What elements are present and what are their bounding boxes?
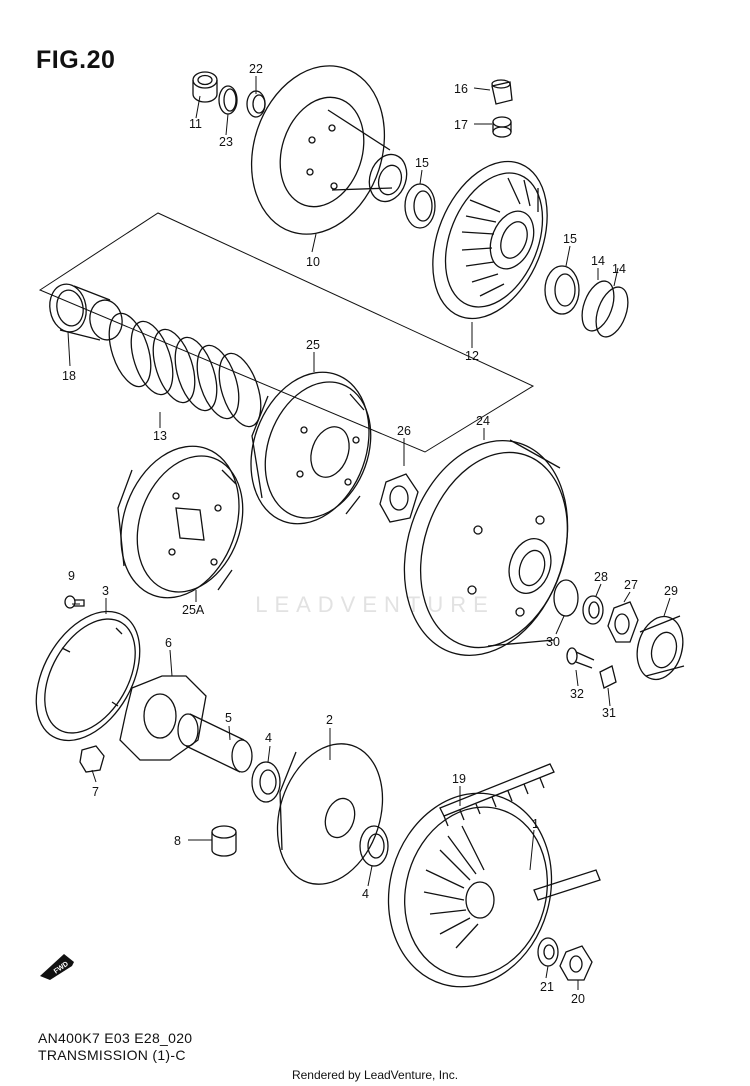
- callout-15b: 15: [563, 232, 577, 246]
- part-bolt-32: [566, 647, 595, 669]
- callout-17: 17: [454, 118, 468, 132]
- callout-22: 22: [249, 62, 263, 76]
- part-holder-3: [35, 610, 141, 742]
- callout-10: 10: [306, 255, 320, 269]
- callout-24: 24: [476, 414, 490, 428]
- part-bearing-29: [636, 615, 685, 681]
- part-oil-seal-4b: [359, 825, 389, 867]
- callout-7: 7: [92, 785, 99, 799]
- part-nut-20: [559, 945, 593, 981]
- fwd-arrow-icon: FWD: [40, 954, 74, 980]
- part-clip-7: [79, 745, 105, 773]
- assembly-outline: [38, 212, 535, 453]
- part-nut-27: [607, 601, 639, 643]
- part-oil-seal-4a: [251, 761, 281, 803]
- part-washer-28: [582, 595, 604, 625]
- callout-4b: 4: [362, 887, 369, 901]
- part-bushing-16: [491, 79, 513, 105]
- part-movable-driven-face: [276, 743, 384, 885]
- callout-29: 29: [664, 584, 678, 598]
- part-seal-15b: [544, 265, 580, 315]
- part-washer-21: [537, 937, 559, 967]
- part-nut-26: [379, 473, 419, 523]
- part-collar: [49, 283, 123, 341]
- callout-27: 27: [624, 578, 638, 592]
- callout-14b: 14: [612, 262, 626, 276]
- part-bushing-17: [492, 116, 512, 138]
- model-code: AN400K7 E03 E28_020: [38, 1030, 193, 1046]
- part-clutch-shoe-25: [250, 371, 372, 525]
- callout-23: 23: [219, 135, 233, 149]
- part-circlip-30: [553, 579, 579, 617]
- callout-13: 13: [153, 429, 167, 443]
- callout-25: 25: [306, 338, 320, 352]
- section-name: TRANSMISSION (1)-C: [38, 1047, 186, 1063]
- callout-16: 16: [454, 82, 468, 96]
- callout-8: 8: [174, 834, 181, 848]
- part-seal-15a: [404, 183, 436, 229]
- callout-14a: 14: [591, 254, 605, 268]
- callout-32: 32: [570, 687, 584, 701]
- callout-20: 20: [571, 992, 585, 1006]
- part-sleeve-5: [177, 713, 253, 773]
- callout-21: 21: [540, 980, 554, 994]
- part-ring-14b: [595, 286, 629, 338]
- callout-25a: 25A: [182, 603, 205, 617]
- part-ring-14a: [581, 280, 615, 332]
- watermark: LEADVENTURE: [255, 592, 495, 617]
- leader-lines: [67, 76, 671, 990]
- part-spring: [108, 312, 262, 428]
- callout-2: 2: [326, 713, 333, 727]
- part-needle-bearing: [192, 71, 218, 103]
- callout-18: 18: [62, 369, 76, 383]
- callout-30: 30: [546, 635, 560, 649]
- callout-26: 26: [397, 424, 411, 438]
- part-screw-9: [64, 595, 85, 609]
- callout-labels: 22 11 23 10 16 17 15 15 14 14 12 18 13 2…: [62, 62, 678, 1006]
- part-collar-8: [211, 825, 237, 857]
- callout-1: 1: [532, 817, 539, 831]
- callout-3: 3: [102, 584, 109, 598]
- callout-12: 12: [465, 349, 479, 363]
- callout-19: 19: [452, 772, 466, 786]
- part-oil-seal: [246, 90, 266, 118]
- part-ramp-plate: [119, 675, 207, 761]
- callout-4a: 4: [265, 731, 272, 745]
- callout-6: 6: [165, 636, 172, 650]
- callout-11: 11: [189, 117, 202, 131]
- callout-5: 5: [225, 711, 232, 725]
- part-belt: [439, 763, 601, 901]
- footer-credit: Rendered by LeadVenture, Inc.: [291, 1068, 459, 1082]
- callout-9: 9: [68, 569, 75, 583]
- callout-31: 31: [602, 706, 616, 720]
- figure-title: FIG.20: [36, 46, 116, 74]
- part-movable-drive-face: [250, 65, 408, 235]
- part-fixed-drive-face: [432, 160, 548, 320]
- part-plate-31: [599, 665, 617, 689]
- part-clutch-shoe-25a: [117, 445, 244, 599]
- callout-28: 28: [594, 570, 608, 584]
- part-clutch-housing: [403, 439, 569, 657]
- callout-15a: 15: [415, 156, 429, 170]
- part-fixed-driven-face: [387, 792, 553, 988]
